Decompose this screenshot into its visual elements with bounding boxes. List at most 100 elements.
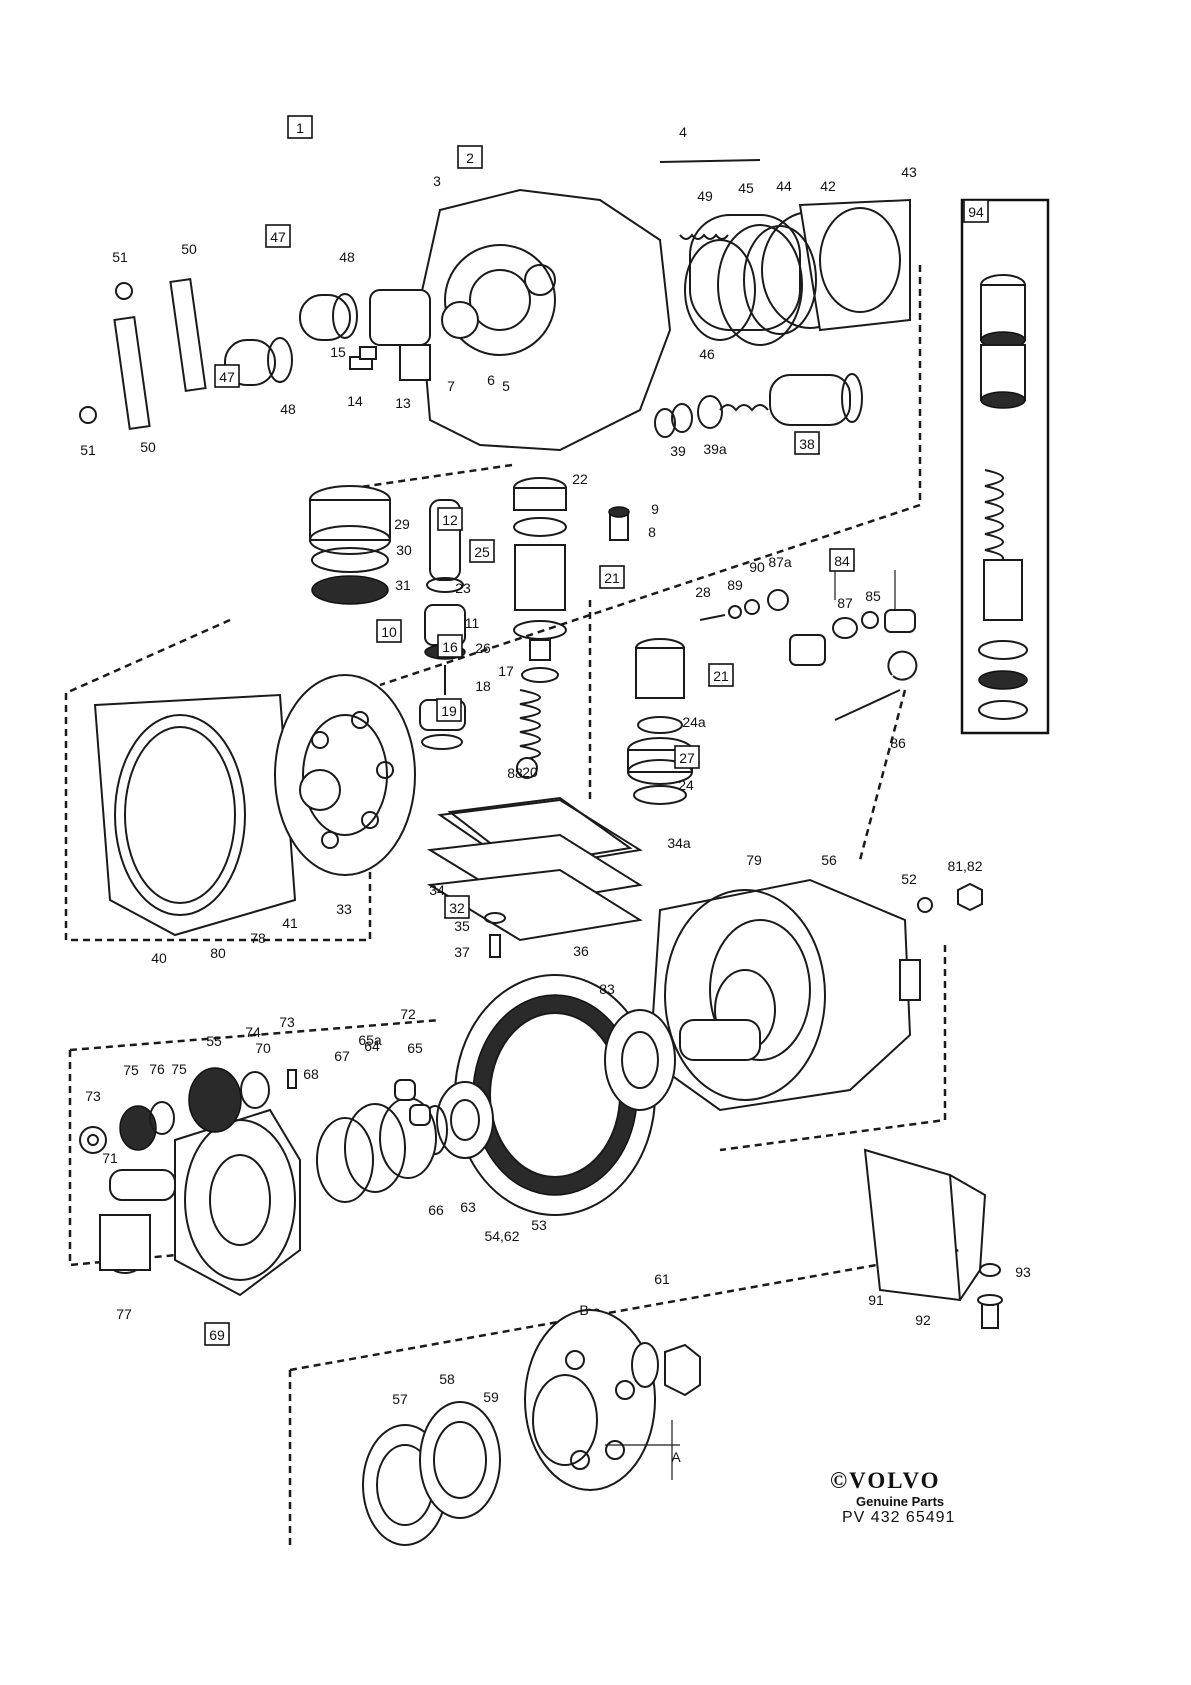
boxed-label: 1 (287, 115, 313, 139)
part-label: 11 (465, 615, 480, 631)
part-label: 54,62 (484, 1228, 519, 1244)
part-label: 58 (439, 1371, 455, 1387)
fitting-84 (699, 570, 918, 721)
part-label: 52 (901, 871, 917, 887)
rear-housing (648, 878, 983, 1112)
part-label: 6 (487, 372, 495, 388)
upper-left-parts (79, 278, 431, 430)
boxed-label-text: 84 (834, 553, 850, 569)
part-label: 80 (210, 945, 226, 961)
part-label: 48 (339, 249, 355, 265)
part-label: 39a (703, 441, 727, 457)
part-label: 35 (454, 918, 470, 934)
main-housing (418, 159, 911, 452)
volvo-logo: ©VOLVO (830, 1468, 941, 1493)
boxed-label: 2 (457, 145, 483, 169)
part-label: 24a (682, 714, 706, 730)
part-label: 44 (776, 178, 792, 194)
boxed-label: 19 (436, 698, 462, 722)
part-label: 57 (392, 1391, 408, 1407)
output-carrier (79, 1067, 301, 1297)
boxed-label-text: 32 (449, 900, 465, 916)
part-label: 61 (654, 1271, 670, 1287)
boxed-label-text: 2 (466, 150, 474, 166)
part-label: 83 (599, 981, 615, 997)
boxed-label-text: 21 (713, 668, 729, 684)
boxed-label: 32 (444, 895, 470, 919)
part-label: 51 (80, 442, 96, 458)
boxed-label: 69 (204, 1322, 230, 1346)
ring-set-45-46 (679, 224, 817, 346)
part-label: 89 (727, 577, 743, 593)
boxed-label: 12 (437, 507, 463, 531)
boxed-label: 21 (599, 565, 625, 589)
boxed-label-text: 1 (296, 120, 304, 136)
part-label: 81,82 (947, 858, 982, 874)
dashed-connectors (64, 265, 961, 1550)
boxed-label: 10 (376, 619, 402, 643)
part-label: 7 (447, 378, 455, 394)
part-label: 29 (394, 516, 410, 532)
part-label: B (579, 1302, 588, 1318)
part-label: 15 (330, 344, 346, 360)
part-label: 92 (915, 1312, 931, 1328)
part-label: 20 (522, 764, 538, 780)
part-label: 88 (507, 765, 523, 781)
boxed-label-text: 47 (219, 369, 235, 385)
part-label: 24 (678, 777, 694, 793)
part-label: 43 (901, 164, 917, 180)
part-label: 53 (531, 1217, 547, 1233)
part-label: 23 (455, 580, 471, 596)
part-label: 56 (821, 852, 837, 868)
part-label: 90 (749, 559, 765, 575)
part-label: 77 (116, 1306, 132, 1322)
part-label: 71 (102, 1150, 118, 1166)
part-label: 13 (395, 395, 411, 411)
part-label: 68 (303, 1066, 319, 1082)
part-code: PV 432 65491 (842, 1509, 956, 1526)
brand-subtitle: Genuine Parts (856, 1494, 945, 1509)
boxed-label-text: 38 (799, 436, 815, 452)
part-label: 93 (1015, 1264, 1031, 1280)
part-label: 37 (454, 944, 470, 960)
part-label: A (671, 1449, 681, 1465)
part-label: 22 (572, 471, 588, 487)
part-label: 73 (85, 1088, 101, 1104)
boxed-label-text: 21 (604, 570, 620, 586)
part-label: 59 (483, 1389, 499, 1405)
part-label: 46 (699, 346, 715, 362)
part-label: 87a (768, 554, 792, 570)
boxed-label: 84 (829, 548, 855, 572)
part-label: 76 (149, 1061, 165, 1077)
part-label: 72 (400, 1006, 416, 1022)
part-label: 85 (865, 588, 881, 604)
part-label: 39 (670, 443, 686, 459)
part-label: 3 (433, 173, 441, 189)
boxed-label: 16 (437, 634, 463, 658)
part-label: 87 (837, 595, 853, 611)
boxed-label-text: 16 (442, 639, 458, 655)
boxed-label-text: 19 (441, 703, 457, 719)
boxed-label-text: 94 (968, 204, 984, 220)
part-label: 34a (667, 835, 691, 851)
boxed-label-text: 27 (679, 750, 695, 766)
valve-column-center (513, 477, 630, 761)
part-label: 45 (738, 180, 754, 196)
output-flange: 60 (362, 1305, 701, 1546)
boxed-label: 47 (265, 224, 291, 248)
part-label: 17 (498, 663, 514, 679)
part-label: 78 (250, 930, 266, 946)
part-label: 65a (358, 1032, 382, 1048)
part-label: 55 (206, 1033, 222, 1049)
part-label: 5 (502, 378, 510, 394)
part-label: 31 (395, 577, 411, 593)
part-label: 33 (336, 901, 352, 917)
part-label: 74 (245, 1024, 261, 1040)
part-label: 64 (364, 1038, 380, 1054)
boxed-label: 25 (469, 539, 495, 563)
part-label: 51 (112, 249, 128, 265)
boxed-label: 27 (674, 745, 700, 769)
